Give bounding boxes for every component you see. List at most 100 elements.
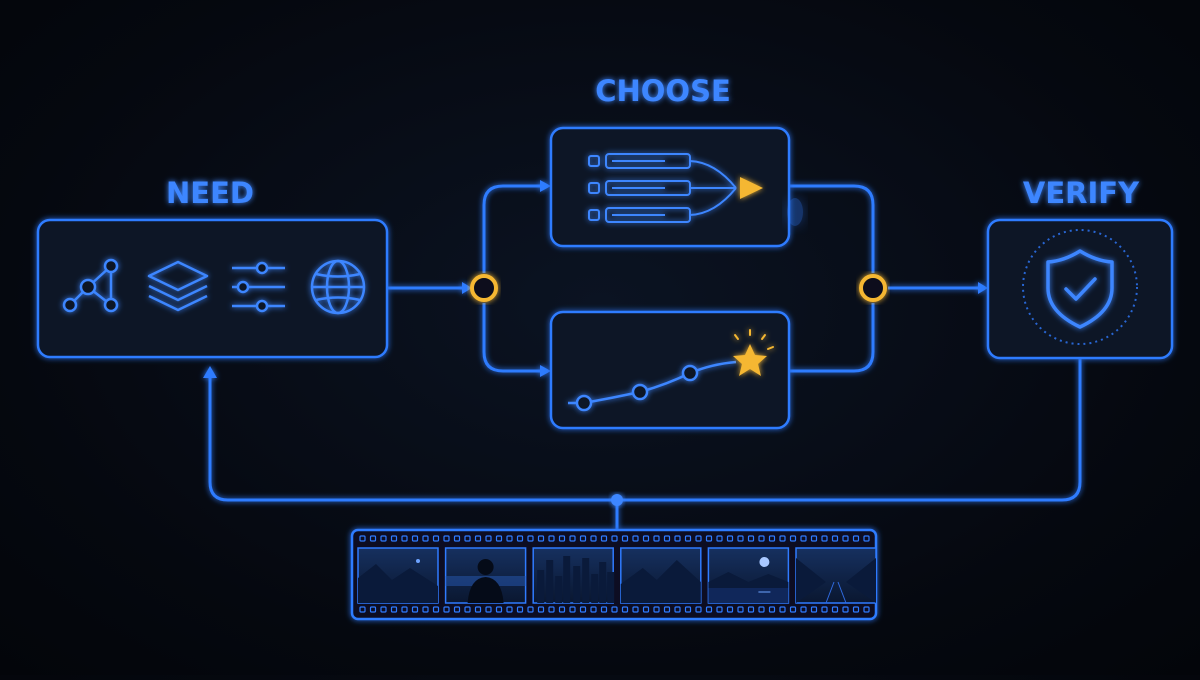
sprocket-hole xyxy=(663,535,671,542)
sprocket-hole xyxy=(443,535,450,542)
sprocket-hole xyxy=(537,535,545,542)
arrowhead-split xyxy=(462,282,472,294)
sprocket-hole xyxy=(548,535,555,542)
sprocket-hole xyxy=(506,606,513,613)
sprocket-hole xyxy=(569,606,576,613)
sprocket-hole xyxy=(380,606,387,613)
sprocket-hole xyxy=(821,535,828,542)
film-frame-person-silhouette xyxy=(444,547,527,604)
sprocket-hole xyxy=(464,535,471,542)
sprocket-hole xyxy=(390,606,398,613)
sprocket-hole xyxy=(359,606,366,613)
sprocket-hole xyxy=(474,535,482,542)
route-arrow-icon xyxy=(740,177,763,199)
sprocket-hole xyxy=(705,606,713,613)
need-label: NEED xyxy=(166,176,254,210)
sprocket-hole xyxy=(621,535,629,542)
sprocket-hole xyxy=(779,535,786,542)
sprocket-hole xyxy=(653,535,660,542)
sprocket-hole xyxy=(831,606,839,613)
choose-option-bottom xyxy=(549,310,791,430)
filmstrip xyxy=(350,528,878,621)
film-frame-city-skyline-night xyxy=(532,547,615,604)
sprocket-hole xyxy=(380,535,387,542)
sprocket-hole xyxy=(768,606,776,613)
verify-box xyxy=(986,218,1174,360)
sprocket-hole xyxy=(401,535,408,542)
arrowhead-need xyxy=(203,366,217,378)
sprocket-hole xyxy=(495,606,503,613)
sprocket-hole xyxy=(863,535,870,542)
sprocket-hole xyxy=(789,535,797,542)
sprocket-hole xyxy=(726,535,734,542)
sprocket-hole xyxy=(611,535,618,542)
sprocket-hole xyxy=(422,535,429,542)
sprocket-hole xyxy=(453,535,461,542)
sprocket-hole xyxy=(558,535,566,542)
sprocket-hole xyxy=(527,606,534,613)
sprocket-hole xyxy=(464,606,471,613)
sprocket-hole xyxy=(716,606,723,613)
film-frame-mountain-lake-night xyxy=(357,547,439,604)
arrowhead-verify xyxy=(978,282,988,294)
sprocket-hole xyxy=(842,606,849,613)
sprocket-hole xyxy=(695,535,702,542)
list-route-icon xyxy=(588,153,737,223)
sprocket-hole xyxy=(359,535,366,542)
sprocket-hole xyxy=(810,606,818,613)
verify-dotted-ring xyxy=(1022,229,1138,345)
sprocket-hole xyxy=(506,535,513,542)
sprocket-hole xyxy=(768,535,776,542)
sprocket-hole xyxy=(758,606,765,613)
sprocket-hole xyxy=(831,535,839,542)
sprocket-hole xyxy=(537,606,545,613)
sliders-icon xyxy=(232,261,285,313)
graph-network-icon xyxy=(62,258,119,313)
verify-label: VERIFY xyxy=(1023,176,1140,210)
sprocket-hole xyxy=(579,606,587,613)
sprocket-hole xyxy=(548,606,555,613)
sprocket-hole xyxy=(632,535,639,542)
sprocket-hole xyxy=(747,535,755,542)
sprocket-hole xyxy=(653,606,660,613)
star-icon xyxy=(733,329,774,376)
split-node xyxy=(470,274,498,302)
sprocket-hole xyxy=(569,535,576,542)
sprocket-hole xyxy=(852,535,860,542)
sprocket-hole xyxy=(401,606,408,613)
sprocket-hole xyxy=(684,606,692,613)
sprocket-hole xyxy=(600,535,608,542)
sprocket-hole xyxy=(747,606,755,613)
sprocket-hole xyxy=(485,606,492,613)
sprocket-hole xyxy=(579,535,587,542)
film-frame-moon-over-lake xyxy=(707,547,790,604)
film-frame-valley-road-night xyxy=(795,547,877,604)
split-to-bottom-line xyxy=(482,303,540,373)
shield-check-icon xyxy=(1046,249,1114,329)
merge-node xyxy=(859,274,887,302)
sprocket-hole xyxy=(516,606,524,613)
sprocket-hole xyxy=(705,535,713,542)
sprocket-hole xyxy=(674,535,681,542)
sprocket-hole xyxy=(495,535,503,542)
sprocket-hole xyxy=(842,535,849,542)
sprocket-hole xyxy=(852,606,860,613)
sprocket-hole xyxy=(611,606,618,613)
sprocket-hole xyxy=(632,606,639,613)
sprocket-hole xyxy=(716,535,723,542)
top-to-merge-line xyxy=(789,184,875,273)
sprocket-hole xyxy=(684,535,692,542)
sprocket-hole xyxy=(810,535,818,542)
arrowhead-top xyxy=(540,180,551,192)
sprocket-hole xyxy=(674,606,681,613)
sprocket-hole xyxy=(516,535,524,542)
sprocket-hole xyxy=(369,535,377,542)
sprocket-hole xyxy=(558,606,566,613)
layers-icon xyxy=(147,260,209,312)
sprocket-hole xyxy=(621,606,629,613)
sprocket-hole xyxy=(422,606,429,613)
sprocket-hole xyxy=(800,606,807,613)
split-to-top-line xyxy=(482,184,540,273)
sprocket-hole xyxy=(590,606,597,613)
